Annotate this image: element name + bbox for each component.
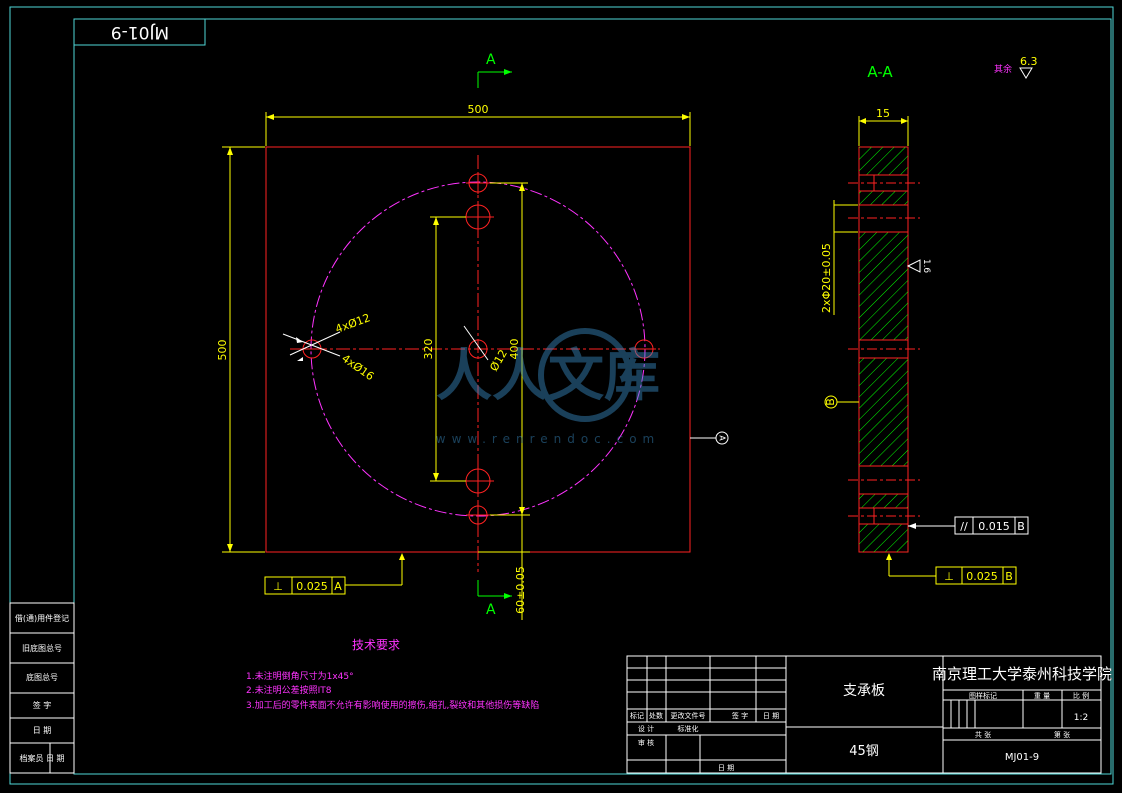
svg-text:图样标记: 图样标记 xyxy=(969,691,997,700)
dim-width: 500 xyxy=(265,103,691,146)
svg-text:处数: 处数 xyxy=(649,711,663,720)
tolerance-frame-front: ⊥ 0.025 A xyxy=(264,553,405,595)
drawing-number-box xyxy=(73,18,206,46)
dim-offset: 60±0.05 xyxy=(478,514,530,620)
svg-text:共 张: 共 张 xyxy=(975,730,991,739)
watermark-url: www.renrendoc.com xyxy=(436,432,660,446)
svg-text:A: A xyxy=(486,602,496,618)
svg-text:更改文件号: 更改文件号 xyxy=(671,711,706,720)
svg-text:0.025: 0.025 xyxy=(966,570,998,583)
outer-border xyxy=(9,6,1114,785)
callout-small-holes: 4xØ12 xyxy=(334,311,372,336)
svg-text:15: 15 xyxy=(876,107,890,120)
drawing-number: MJ01-9 xyxy=(1005,752,1039,763)
svg-text:0.025: 0.025 xyxy=(296,580,328,593)
dim-320: 320 xyxy=(422,216,466,482)
svg-text:B: B xyxy=(1005,570,1013,583)
datum-b-marker: B xyxy=(824,395,859,409)
svg-text:⊥: ⊥ xyxy=(944,570,954,583)
svg-text:⊥: ⊥ xyxy=(273,580,283,593)
material: 45钢 xyxy=(849,744,879,759)
svg-text://: // xyxy=(960,520,968,533)
callout-large-holes: 4xØ16 xyxy=(339,352,376,383)
svg-text:第 张: 第 张 xyxy=(1054,730,1070,739)
section-mark-top: A xyxy=(477,52,512,88)
svg-text:借(通)用件登记: 借(通)用件登记 xyxy=(15,613,69,623)
dim-height-label: 500 xyxy=(216,340,229,361)
svg-text:签 字: 签 字 xyxy=(732,711,748,720)
svg-text:B: B xyxy=(824,398,837,406)
view-marker: A xyxy=(690,431,729,445)
svg-text:日 期: 日 期 xyxy=(33,726,52,735)
school-name: 南京理工大学泰州科技学院 xyxy=(932,665,1112,683)
dim-width-label: 500 xyxy=(468,103,489,116)
dim-thickness: 15 xyxy=(858,107,909,146)
svg-text:重 量: 重 量 xyxy=(1034,692,1050,700)
title-block: 标记 处数 更改文件号 签 字 日 期 设 计 标准化 审 核 日 期 支承板 … xyxy=(626,655,1112,774)
svg-text:B: B xyxy=(1017,520,1025,533)
dim-section-holes: 2xΦ20±0.05 xyxy=(820,200,858,315)
tech-item-2: 2.未注明公差按照IT8 xyxy=(246,684,332,696)
svg-text:签 字: 签 字 xyxy=(33,700,52,710)
roughness-note: 其余 6.3 xyxy=(994,55,1038,79)
part-name: 支承板 xyxy=(843,683,885,699)
svg-text:1.6: 1.6 xyxy=(921,259,931,274)
dim-400-label: 400 xyxy=(508,339,521,360)
roughness-mark: 1.6 xyxy=(906,259,931,274)
svg-text:审 核: 审 核 xyxy=(638,738,654,747)
left-record-table: 借(通)用件登记 旧底图总号 底图总号 签 字 日 期 档案员 日 期 xyxy=(9,602,75,774)
svg-text:A: A xyxy=(486,52,496,68)
svg-text:设 计: 设 计 xyxy=(638,724,654,733)
hole-center xyxy=(468,339,488,359)
section-view xyxy=(848,146,920,553)
svg-text:标准化: 标准化 xyxy=(678,724,699,733)
svg-text:其余: 其余 xyxy=(994,63,1012,75)
svg-text:日 期: 日 期 xyxy=(718,764,734,772)
svg-text:标记: 标记 xyxy=(630,711,644,720)
svg-text:档案员 日 期: 档案员 日 期 xyxy=(19,753,64,763)
tech-requirements: 技术要求 1.未注明倒角尺寸为1x45° 2.未注明公差按照IT8 3.加工后的… xyxy=(246,638,539,711)
svg-text:A: A xyxy=(718,435,727,441)
tolerance-frame-perp: ⊥ 0.025 B xyxy=(886,553,1017,585)
dim-height: 500 xyxy=(216,146,265,553)
dim-offset-label: 60±0.05 xyxy=(514,566,527,614)
section-mark-bottom: A xyxy=(477,580,512,618)
tech-item-3: 3.加工后的零件表面不允许有影响使用的擦伤,缩孔,裂纹和其他损伤等缺陷 xyxy=(246,699,539,711)
section-title: A-A xyxy=(867,63,893,81)
drawing-number-stamp: MJ01-9 xyxy=(111,22,169,42)
scale-value: 1:2 xyxy=(1074,713,1088,723)
tolerance-frame-parallel: // 0.015 B xyxy=(908,516,1029,535)
svg-text:A: A xyxy=(334,580,342,593)
svg-text:日 期: 日 期 xyxy=(763,712,779,720)
tech-title: 技术要求 xyxy=(352,638,400,652)
svg-text:底图总号: 底图总号 xyxy=(26,672,58,682)
svg-text:0.015: 0.015 xyxy=(978,520,1010,533)
tech-item-1: 1.未注明倒角尺寸为1x45° xyxy=(246,670,354,682)
svg-text:6.3: 6.3 xyxy=(1020,55,1038,68)
watermark-text: 人人文库 xyxy=(436,344,660,409)
dim-320-label: 320 xyxy=(422,339,435,360)
inner-border xyxy=(73,18,1112,775)
watermark: 人人文库 www.renrendoc.com xyxy=(436,328,660,446)
svg-text:2xΦ20±0.05: 2xΦ20±0.05 xyxy=(820,243,833,313)
svg-text:比 例: 比 例 xyxy=(1073,691,1089,700)
svg-text:旧底图总号: 旧底图总号 xyxy=(22,643,62,653)
